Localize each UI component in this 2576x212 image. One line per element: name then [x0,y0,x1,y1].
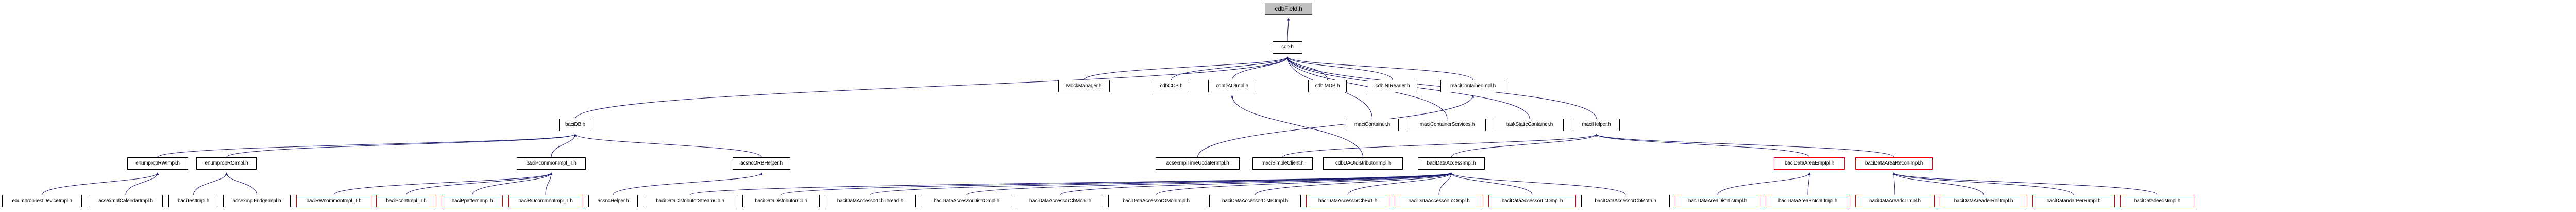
graph-node-acsncorbhelper-h[interactable]: acsncORBHelper.h [733,157,790,170]
graph-node-bacidataaccessorcbex1-h[interactable]: baciDataAccessorCbEx1.h [1306,195,1389,207]
graph-edge [1060,172,1453,195]
graph-edge [226,134,577,158]
graph-edge [1255,172,1453,195]
graph-node-bacidataareareconimpl-h[interactable]: baciDataAreaReconImpl.h [1855,157,1933,170]
graph-node-cdb-h[interactable]: cdb.h [1273,41,1302,54]
graph-edge [1083,56,1289,80]
graph-edge [1717,172,1811,195]
graph-node-cdbdaoidistributorimpl-h[interactable]: cdbDAOIdistributorImpl.h [1323,157,1403,170]
graph-edge [1438,172,1453,195]
graph-edge [1451,134,1598,158]
graph-node-macicontainerimpl-h[interactable]: maciContainerImpl.h [1440,80,1505,92]
graph-node-bacipcontimpl-t-h[interactable]: baciPcontImpl_T.h [376,195,436,207]
graph-edge [690,172,1453,195]
graph-node-taskstaticcontainer-h[interactable]: taskStaticContainer.h [1496,119,1564,131]
graph-edge [1286,56,1328,80]
graph-edge [1282,134,1598,158]
graph-node-bacidataaccessordistrompl-h[interactable]: baciDataAccessorDistrOmpl.h [921,195,1012,207]
graph-edge [225,172,257,195]
graph-edge [1171,56,1289,80]
graph-node-bacidb-h[interactable]: baciDB.h [559,119,591,131]
graph-node-bacidatadistributorcb-h[interactable]: baciDataDistributorCb.h [742,195,820,207]
graph-node-bacidatandarperrimpl-h[interactable]: baciDatandarPerRImpl.h [2032,195,2115,207]
graph-node-enumproproimpl-h[interactable]: enumpropROImpl.h [196,157,257,170]
graph-edge [1595,134,1894,158]
graph-node-bacippatternimpl-h[interactable]: baciPpatternImpl.h [442,195,503,207]
graph-node-bacidataareaempipl-h[interactable]: baciDataAreaEmpIpl.h [1774,157,1845,170]
graph-edge [1286,56,1393,80]
graph-node-macisimpleclient-h[interactable]: maciSimpleClient.h [1252,157,1313,170]
graph-node-acsexmplfridgeimpl-h[interactable]: acsexmplFridgeImpl.h [223,195,291,207]
graph-edge [1892,172,2158,195]
graph-node-macihelper-h[interactable]: maciHelper.h [1573,119,1620,131]
graph-node-acsexmplcalendarimpl-h[interactable]: acsexmplCalendarImpl.h [89,195,163,207]
graph-node-macicontainer-h[interactable]: maciContainer.h [1346,119,1399,131]
graph-node-bacirocommonimpl-t-h[interactable]: baciROcommonImpl_T.h [508,195,583,207]
graph-edge [551,134,577,158]
graph-node-cdbccs-h[interactable]: cdbCCS.h [1154,80,1189,92]
graph-node-bacirwcommonimpl-t-h[interactable]: baciRWcommonImpl_T.h [296,195,371,207]
graph-edge [1892,172,1984,195]
graph-node-bacidataareaderrollimpl-h[interactable]: baciDataAreaderRollImpl.h [1940,195,2027,207]
graph-edge [1232,56,1289,80]
graph-edge [574,134,762,158]
graph-edge [1450,172,1533,195]
graph-edge [1231,95,1363,158]
graph-node-bacidataaccessorcbmoth-h[interactable]: baciDataAccessorCbMoth.h [1581,195,1670,207]
graph-node-cdbimdb-h[interactable]: cdbIMDB.h [1308,80,1347,92]
graph-edge [42,172,159,195]
graph-edge [333,172,553,195]
graph-node-bacipcommonimpl-t-h[interactable]: baciPcommonImpl_T.h [517,157,586,170]
graph-node-cdbfield-h[interactable]: cdbField.h [1265,3,1312,15]
graph-edge [157,134,577,158]
graph-edge [1287,18,1290,42]
graph-edge [1892,172,2074,195]
graph-node-bacidatadistributorstreamcb-h[interactable]: baciDataDistributorStreamCb.h [643,195,737,207]
graph-node-mockmanager-h[interactable]: MockManager.h [1058,80,1110,92]
graph-node-bacidatadeedsimpl-h[interactable]: baciDatadeedsImpl.h [2120,195,2194,207]
graph-node-bacidataaccessimpl-h[interactable]: baciDataAccessImpl.h [1418,157,1485,170]
graph-edge [781,172,1453,195]
graph-edge [1595,134,1810,158]
graph-node-bacidataareadistrlcimpl-h[interactable]: baciDataAreaDistrLcImpl.h [1675,195,1760,207]
graph-node-cdbdaoimpl-h[interactable]: cdbDAOImpl.h [1208,80,1256,92]
graph-node-bacidataareadclimpl-h[interactable]: baciDataAreadcLImpl.h [1855,195,1935,207]
graph-edge [1156,172,1453,195]
graph-edge [613,172,763,195]
graph-edge [1807,172,1811,195]
graph-node-bacidataaccessorlcompl-h[interactable]: baciDataAccessorLcOmpl.h [1488,195,1576,207]
graph-node-cdbinireader-h[interactable]: cdbINIReader.h [1368,80,1417,92]
graph-node-bacidataaccessordistrompl-h[interactable]: baciDataAccessorDistrOmpl.h [1209,195,1301,207]
graph-node-enumproptestdeviceimpl-h[interactable]: enumpropTestDeviceImpl.h [2,195,82,207]
graph-edge [1450,172,1626,195]
graph-node-macicontainerservices-h[interactable]: maciContainerServices.h [1409,119,1486,131]
graph-node-acsnchelper-h[interactable]: acsncHelper.h [588,195,638,207]
graph-edge [870,172,1453,195]
graph-node-bacidataaccessorcbmonth[interactable]: baciDataAccessorCbMonTh [1018,195,1103,207]
graph-edge [193,172,228,195]
graph-node-acsexmpltimeupdaterimpl-h[interactable]: acsexmplTimeUpdaterImpl.h [1156,157,1240,170]
graph-edge [545,172,553,195]
graph-node-bacidataaccessoromonimpl-h[interactable]: baciDataAccessorOMonImpl.h [1108,195,1204,207]
graph-node-bacidataaccessorloompl-h[interactable]: baciDataAccessorLoOmpl.h [1395,195,1483,207]
graph-node-bacidataareabnicblimpl-h[interactable]: baciDataAreaBnIcbLImpl.h [1766,195,1850,207]
graph-edge [406,172,553,195]
graph-edge [966,172,1453,195]
graph-edge [1892,172,1895,195]
graph-edge [1286,56,1473,80]
graph-edge [1347,172,1453,195]
graph-node-bacidataaccessorcbthread-h[interactable]: baciDataAccessorCbThread.h [825,195,916,207]
graph-node-enumproprwimpl-h[interactable]: enumpropRWImpl.h [127,157,188,170]
graph-node-bacitestimpl-h[interactable]: baciTestImpl.h [168,195,218,207]
graph-edge [472,172,553,195]
graph-edge [125,172,159,195]
